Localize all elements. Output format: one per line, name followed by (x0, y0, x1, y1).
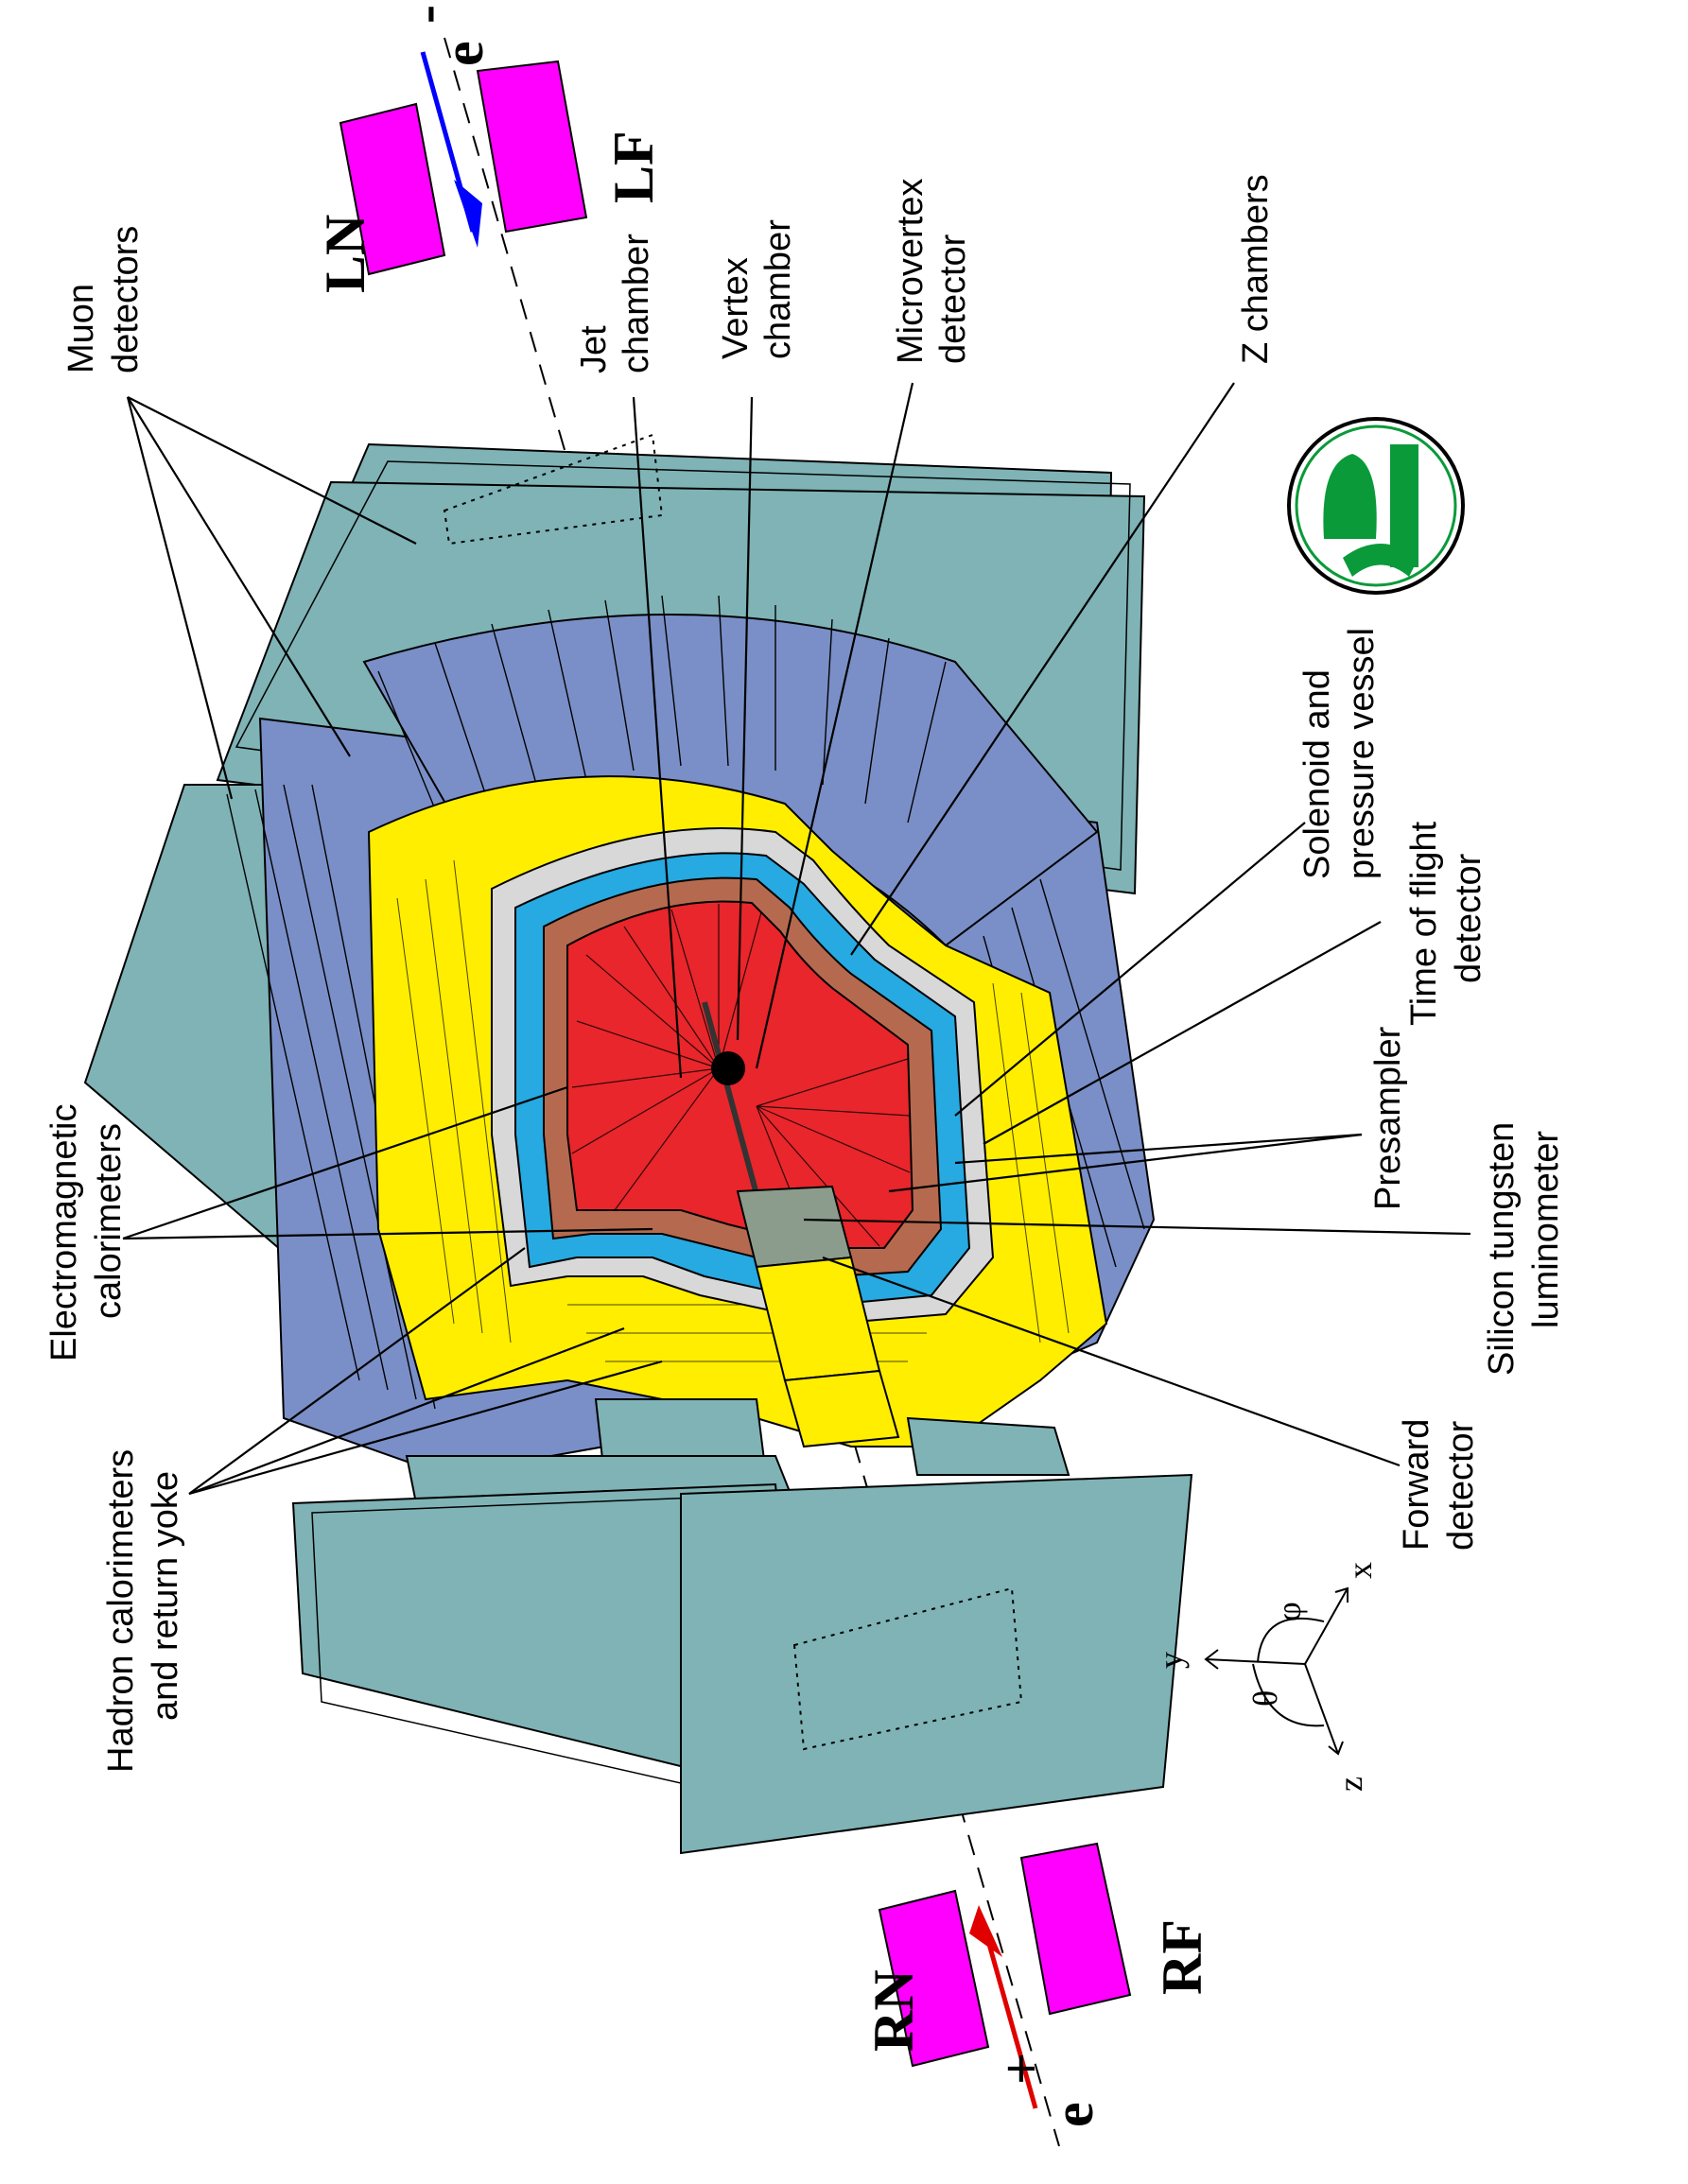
label-tof-2: detector (1449, 853, 1488, 983)
label-jet-2: chamber (617, 234, 656, 373)
label-RF: RF (1151, 1919, 1213, 1995)
label-forward-2: detector (1441, 1420, 1481, 1551)
label-z-chambers: Z chambers (1236, 174, 1276, 364)
label-hadron-1: Hadron calorimeters (101, 1449, 141, 1773)
label-muon-2: detectors (106, 226, 146, 373)
label-micro-2: detector (933, 234, 973, 364)
label-silicon-1: Silicon tungsten (1482, 1122, 1522, 1376)
muon-endcap-bottom (291, 1398, 1193, 1855)
labels-group: Muon detectors Jet chamber Vertex chambe… (44, 5, 1566, 2127)
electron-arrow (454, 180, 482, 248)
magnet-rn (878, 1889, 990, 2068)
label-solenoid-1: Solenoid and (1297, 669, 1337, 879)
coordinate-axes (1204, 1586, 1349, 1756)
label-positron: e (1042, 2102, 1105, 2127)
label-positron-sign: + (990, 2053, 1053, 2085)
label-electron: e (432, 41, 495, 66)
label-solenoid-2: pressure vessel (1342, 628, 1382, 879)
label-LN: LN (314, 215, 376, 293)
axis-label-theta: θ (1246, 1690, 1284, 1707)
label-electron-sign: - (394, 5, 457, 24)
axis-label-phi: φ (1270, 1602, 1308, 1621)
axis-label-y: y (1152, 1652, 1190, 1669)
magnet-ln (339, 102, 446, 276)
label-muon-1: Muon (61, 284, 101, 373)
label-hadron-2: and return yoke (146, 1471, 185, 1721)
label-em-2: calorimeters (89, 1123, 129, 1319)
label-vertex-1: Vertex (716, 257, 756, 359)
label-RN: RN (862, 1969, 925, 2052)
label-vertex-2: chamber (758, 219, 798, 359)
leader-lines (122, 382, 1471, 1496)
label-tof-1: Time of flight (1404, 821, 1444, 1026)
magnet-lf (476, 60, 588, 234)
positron-arrow (969, 1905, 1002, 1957)
label-presampler: Presampler (1368, 1026, 1408, 1210)
axis-label-x: x (1341, 1562, 1379, 1579)
axis-label-z: z (1331, 1777, 1369, 1792)
opal-logo (1287, 417, 1465, 595)
label-silicon-2: luminometer (1526, 1131, 1566, 1328)
magnet-rf (1019, 1842, 1132, 2016)
label-micro-1: Microvertex (891, 179, 931, 364)
interaction-point (711, 1051, 745, 1085)
label-em-1: Electromagnetic (44, 1104, 84, 1361)
label-forward-1: Forward (1397, 1419, 1436, 1551)
label-jet-1: Jet (574, 325, 614, 373)
label-LF: LF (602, 130, 665, 203)
forward-detector (736, 1185, 900, 1448)
positron-beam (981, 1923, 1038, 2109)
